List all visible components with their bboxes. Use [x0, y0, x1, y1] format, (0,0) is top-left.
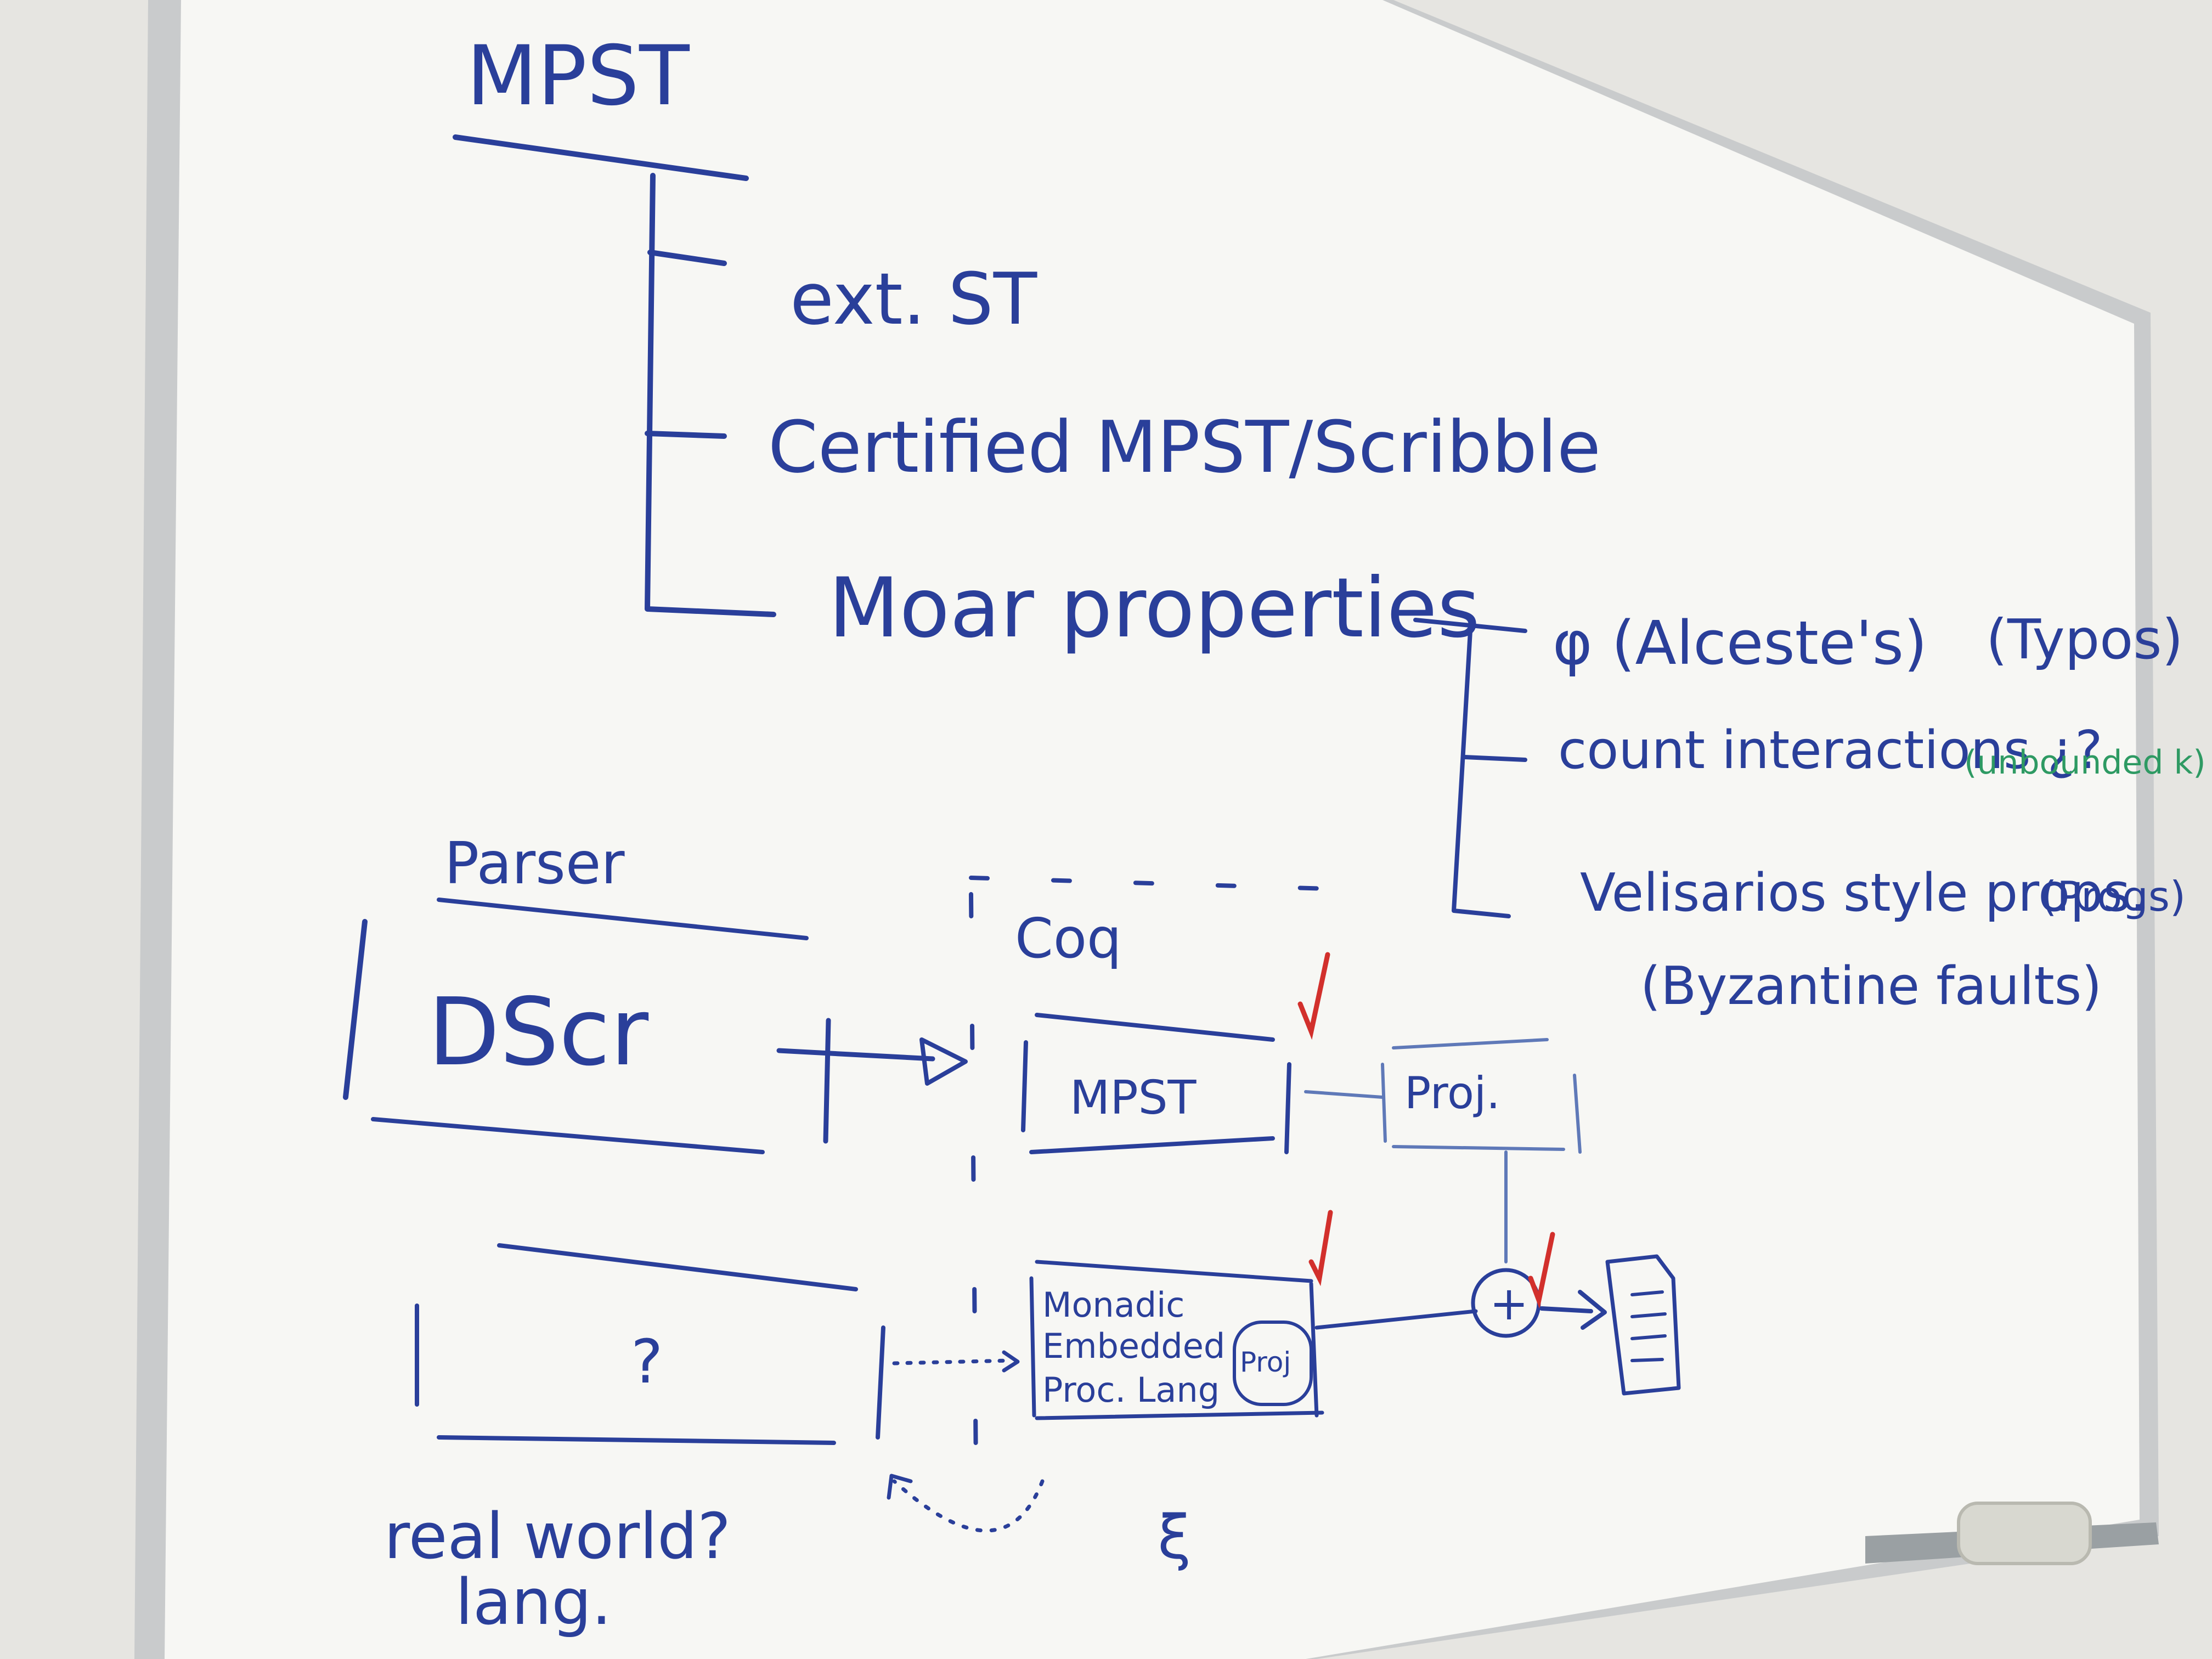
annotation-typos: (Typos) [1986, 607, 2183, 672]
arrow-tick [823, 1018, 831, 1144]
dscr-box-bottom [371, 1117, 765, 1154]
whiteboard-surface [165, 0, 2140, 1659]
parser-label: Parser [444, 830, 625, 897]
monadic-box-bottom [1035, 1410, 1324, 1420]
coq-label: Coq [1015, 906, 1121, 970]
parser-line [437, 898, 809, 940]
monadic-box-top [1035, 1260, 1313, 1283]
tree-trunk [645, 173, 776, 617]
check-mark-mpst [1297, 952, 1330, 1040]
proj-box-left [1381, 1063, 1387, 1143]
monadic-line-2: Embedded [1042, 1326, 1225, 1366]
arrow-head [919, 1037, 968, 1086]
proj-box-top [1392, 1038, 1549, 1049]
monadic-line-1: Monadic [1042, 1285, 1184, 1325]
document-line-4 [1630, 1358, 1664, 1362]
mpst-box-left [1021, 1040, 1028, 1132]
dotted-arrow-head [1002, 1350, 1020, 1373]
props-trunk [1452, 629, 1511, 918]
child-certified: Certified MPST/Scribble [768, 405, 1601, 489]
monadic-box-right [1309, 1282, 1319, 1418]
monadic-line-3: Proc. Lang [1042, 1370, 1220, 1410]
monadic-box-left [1029, 1276, 1036, 1418]
proj-small-bubble [1233, 1321, 1313, 1406]
proj-box-bottom [1392, 1145, 1565, 1151]
document-line-2 [1630, 1312, 1667, 1318]
proj-box-right [1573, 1074, 1582, 1154]
prop-byzantine: (Byzantine faults) [1640, 956, 2102, 1017]
squiggle-mark: ξ [1158, 1502, 1191, 1572]
props-branch [1463, 755, 1527, 762]
mpst-box-top [1035, 1013, 1275, 1042]
prop-velisarios: Velisarios style props. [1580, 863, 2147, 923]
child-moar-properties: Moar properties [828, 561, 1480, 656]
dscr-box-left [343, 919, 368, 1100]
annotation-unbounded: (unbounded k) [1964, 743, 2206, 782]
root-underline [453, 134, 749, 181]
prop-phi: φ (Alceste's) [1553, 608, 1927, 678]
plus-sign: + [1489, 1277, 1528, 1331]
annotation-progs: (Progs) [2041, 872, 2186, 921]
document-icon [1605, 1254, 1681, 1396]
coq-boundary-top [969, 876, 1330, 891]
mpst-to-proj [1304, 1090, 1384, 1099]
check-mark-monadic [1308, 1210, 1333, 1286]
question-box-top [497, 1243, 858, 1291]
lang-label: lang. [455, 1566, 612, 1639]
question-box-right [876, 1325, 885, 1440]
question-box-bottom [437, 1435, 836, 1445]
document-line-3 [1630, 1334, 1667, 1340]
combine-arrow-head [1578, 1290, 1607, 1330]
proj-small-label: Proj [1240, 1346, 1291, 1378]
moar-connector [1413, 618, 1527, 633]
branch-1 [647, 250, 727, 266]
child-ext-st: ext. ST [790, 257, 1037, 341]
dscr-label: DScr [428, 978, 648, 1087]
proj-box-label: Proj. [1404, 1068, 1500, 1119]
monadic-to-combine [1314, 1309, 1478, 1330]
combine-arrow-shaft [1539, 1306, 1593, 1313]
document-line-1 [1630, 1290, 1664, 1296]
question-mark: ? [631, 1327, 663, 1397]
real-world-label: real world? [384, 1500, 731, 1573]
dotted-arrow-shaft [892, 1358, 1012, 1365]
mpst-box-bottom [1029, 1136, 1275, 1154]
prop-count-interactions: count interactions ¿? [1558, 720, 2103, 781]
mpst-box-right [1284, 1062, 1291, 1154]
eraser [1957, 1502, 2092, 1565]
loop-arrow-head [887, 1474, 913, 1500]
tree-root-label: MPST [466, 29, 690, 124]
arrow-shaft [776, 1048, 935, 1062]
check-mark-combine [1528, 1232, 1555, 1310]
branch-2 [645, 431, 727, 439]
mpst-box-label: MPST [1070, 1071, 1197, 1125]
coq-boundary-left [969, 892, 979, 1538]
